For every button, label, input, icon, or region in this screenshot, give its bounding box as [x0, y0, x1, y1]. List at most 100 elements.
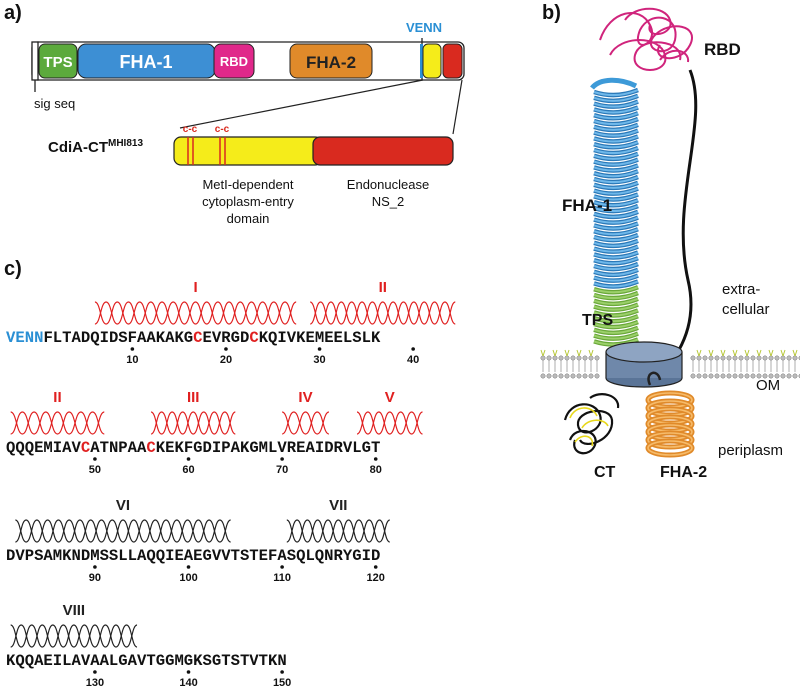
lipid-head — [732, 373, 738, 379]
fha1-coil-highlight — [593, 100, 639, 108]
fha1-coil-highlight — [593, 216, 639, 224]
helix-strand — [281, 411, 330, 435]
ct-domain2-line: Endonuclease — [346, 177, 430, 192]
lipid-head — [708, 373, 714, 379]
tps-domain — [38, 43, 78, 79]
ct-domain1-line: domain — [226, 211, 270, 226]
helix-strand — [10, 411, 105, 435]
fha1-coil-highlight — [593, 141, 639, 149]
fha1-coil-highlight — [593, 297, 639, 305]
sequence-segment: KQIVKEMEELSLK — [259, 329, 381, 347]
tps-domain-label: TPS — [43, 54, 72, 71]
fha2-linker — [647, 371, 662, 386]
lipid-head — [726, 355, 732, 361]
panel-b-tps-label: TPS — [582, 312, 614, 329]
helix-label: VI — [116, 497, 130, 514]
residue-tick-label: 70 — [276, 464, 288, 476]
lipid-head — [588, 355, 594, 361]
rbd-domain-label: RBD — [220, 54, 248, 69]
residue-tick-dot — [411, 347, 415, 351]
lipid-head — [702, 373, 708, 379]
helix-label: VII — [329, 497, 347, 514]
panel-b-periplasm-label: periplasm — [718, 442, 784, 459]
fha2-structure — [645, 371, 695, 458]
residue-tick-label: 120 — [367, 572, 385, 584]
fha1-domain-label: FHA-1 — [120, 52, 173, 72]
ct-name: CdiA-CTMHI813 — [48, 138, 143, 156]
fha1-coil-highlight — [593, 338, 639, 346]
helix-strand — [281, 411, 330, 435]
lipid-head — [576, 355, 582, 361]
fha1-coil-highlight — [593, 245, 639, 253]
fha1-coil-highlight — [593, 193, 639, 201]
rbd-structure — [599, 7, 693, 71]
lipid-head — [570, 355, 576, 361]
lps-sugar — [732, 349, 738, 357]
lipid-head — [732, 355, 738, 361]
sequence-segment: C — [81, 439, 90, 457]
lps-sugar — [576, 349, 582, 357]
lipid-head — [558, 355, 564, 361]
sequence-segment: C — [146, 439, 155, 457]
helix-strand — [94, 301, 297, 325]
ct-name-superscript: MHI813 — [108, 138, 144, 149]
lps-sugar — [588, 349, 594, 357]
lipid-head — [750, 355, 756, 361]
residue-tick-dot — [186, 457, 191, 461]
residue-tick-label: 60 — [182, 464, 194, 476]
residue-tick-dot — [373, 457, 378, 461]
fha1-coil-highlight — [593, 199, 639, 207]
helix-strand — [356, 411, 423, 435]
helix-strand — [10, 411, 105, 435]
residue-tick-dot — [280, 670, 284, 674]
lipid-head — [738, 355, 744, 361]
ct-yellow-small — [422, 43, 442, 79]
sequence-segment: FLTADQIDSFAAKAKG — [43, 329, 193, 347]
residue-tick-label: 150 — [273, 677, 291, 689]
ct-domain1-line: cytoplasm-entry — [202, 194, 294, 209]
lipid-head — [714, 373, 720, 379]
helix-strand — [286, 519, 391, 543]
sequence-row: VENNFLTADQIDSFAAKAKGCEVRGDCKQIVKEMEELSLK — [6, 329, 381, 347]
fha1-coil-highlight — [593, 158, 639, 166]
ct-structure-highlights — [569, 407, 609, 447]
fha1-coil-highlight — [593, 187, 639, 195]
residue-tick-dot — [224, 347, 228, 351]
fha1-coil-highlight — [593, 280, 639, 288]
residue-tick-dot — [373, 565, 378, 569]
lipid-head — [738, 373, 744, 379]
fha1-coil-highlight — [593, 106, 639, 114]
fha1-cap — [590, 77, 638, 90]
residue-tick-dot — [93, 670, 97, 674]
residue-tick-label: 140 — [179, 677, 197, 689]
lipid-head — [762, 373, 768, 379]
helix-strand — [10, 624, 138, 648]
residue-tick-label: 80 — [370, 464, 382, 476]
lipid-head — [540, 355, 546, 361]
fha1-coil-highlight — [593, 123, 639, 131]
helix-strand — [15, 519, 231, 543]
residue-tick-label: 130 — [86, 677, 104, 689]
lipid-head — [792, 355, 798, 361]
lps-sugar — [744, 349, 750, 357]
lipid-head — [756, 373, 762, 379]
lipid-head — [768, 373, 774, 379]
fha1-coil-highlight — [593, 176, 639, 183]
residue-tick-dot — [280, 565, 284, 569]
residue-tick-label: 20 — [220, 354, 232, 366]
residue-tick-label: 90 — [89, 572, 101, 584]
lipid-head — [780, 355, 786, 361]
panel-b-label: b) — [542, 2, 561, 24]
lps-sugar — [696, 349, 702, 357]
fha1-coil-highlight — [593, 129, 639, 137]
fha1-coil-highlight — [593, 303, 639, 311]
lipid-head — [552, 355, 558, 361]
lipid-head — [708, 355, 714, 361]
lipid-head — [546, 355, 552, 361]
fha1-coil-highlight — [593, 234, 639, 241]
helix-label: IV — [298, 389, 312, 406]
helix-strand — [15, 519, 231, 543]
helix-label: II — [379, 279, 387, 296]
lipid-head — [690, 355, 696, 361]
fha1-coil-highlight — [593, 315, 639, 323]
